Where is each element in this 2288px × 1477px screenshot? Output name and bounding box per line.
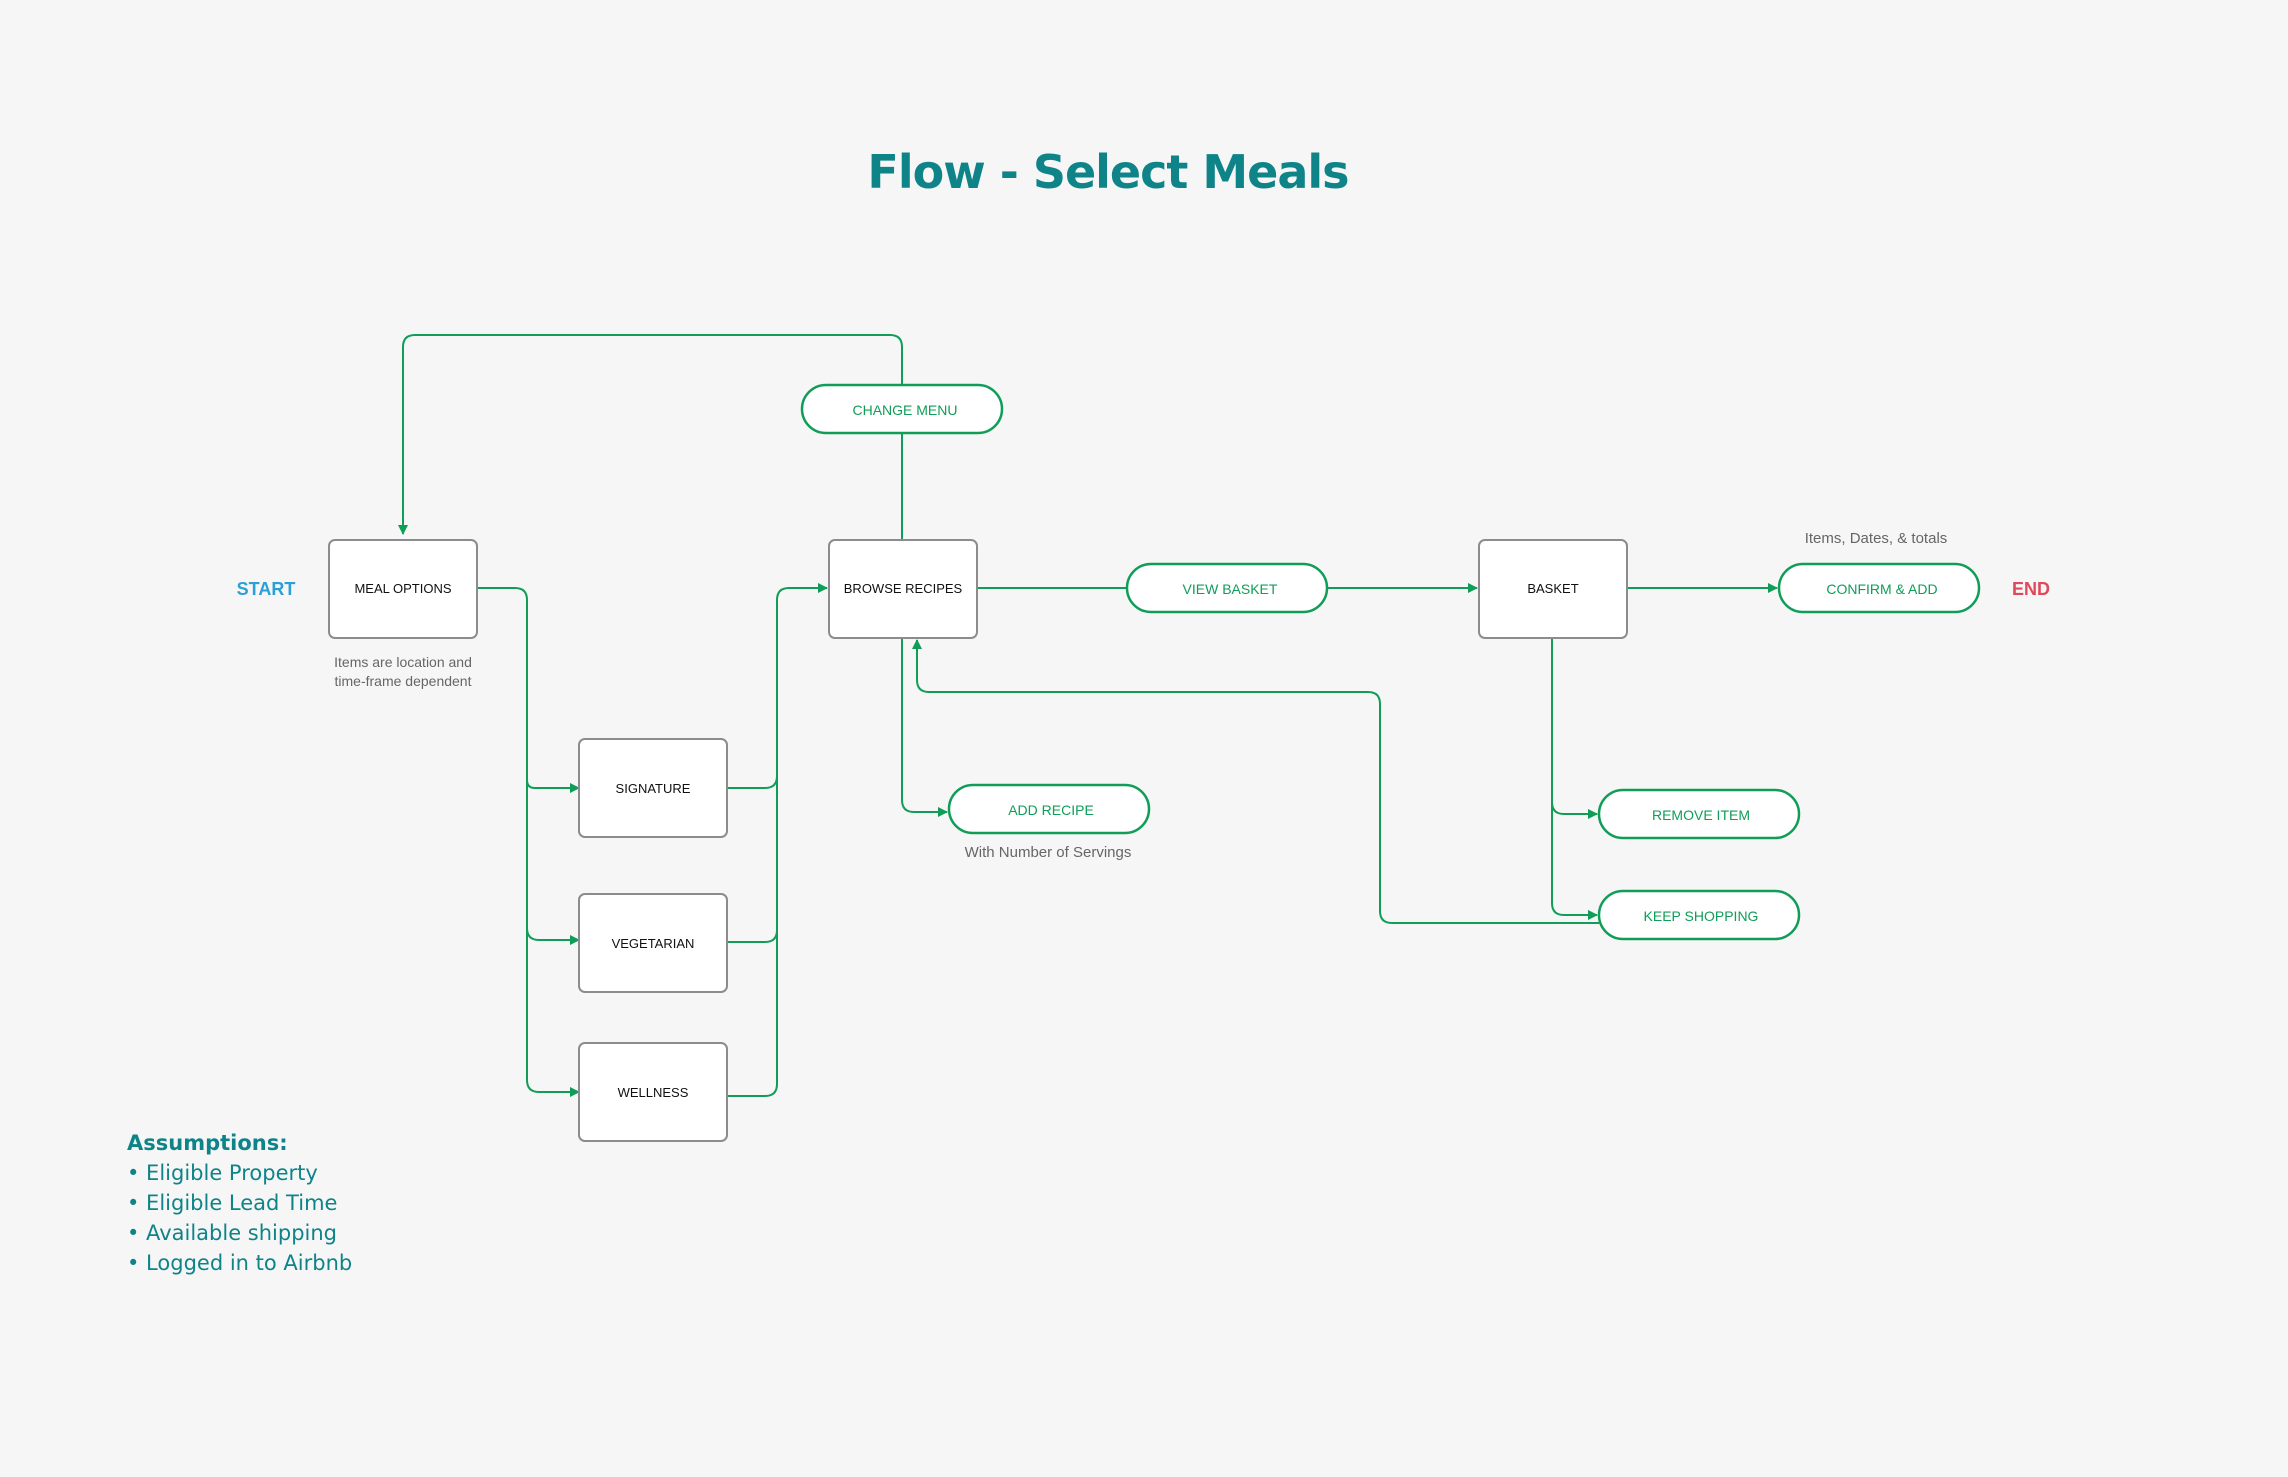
confirm-add-note: Items, Dates, & totals — [1805, 530, 1948, 547]
node-meal-options-box[interactable] — [328, 539, 478, 639]
node-basket[interactable]: BASKET — [1478, 539, 1628, 639]
node-signature-label: SIGNATURE — [616, 781, 691, 796]
node-vegetarian-box[interactable] — [578, 893, 728, 993]
connector-signature-to-browse — [727, 583, 828, 789]
connector-vegetarian-to-browse — [727, 770, 778, 943]
node-meal-options[interactable]: MEAL OPTIONS — [328, 539, 478, 639]
connector-browse-to-add-recipe — [901, 638, 948, 817]
connector-meal-options-to-wellness — [526, 920, 580, 1097]
node-vegetarian[interactable]: VEGETARIAN — [578, 893, 728, 993]
assumptions-panel: Assumptions: • Eligible Property • Eligi… — [127, 1128, 352, 1278]
action-change-menu-pill[interactable] — [800, 383, 1004, 435]
connector-meal-options-to-signature — [477, 587, 580, 793]
action-remove-item[interactable]: REMOVE ITEM — [1597, 788, 1801, 840]
meal-options-note-line2: time-frame dependent — [335, 673, 472, 689]
action-remove-item-pill[interactable] — [1597, 788, 1801, 840]
node-basket-label: BASKET — [1527, 581, 1578, 596]
action-keep-shopping-label: KEEP SHOPPING — [1644, 908, 1759, 924]
action-view-basket-label: VIEW BASKET — [1183, 581, 1278, 597]
meal-options-note-line1: Items are location and — [334, 654, 472, 670]
node-wellness[interactable]: WELLNESS — [578, 1042, 728, 1142]
node-browse-recipes[interactable]: BROWSE RECIPES — [828, 539, 978, 639]
connector-basket-to-keep-shopping — [1551, 800, 1598, 920]
connectors — [398, 334, 1778, 1097]
node-wellness-box[interactable] — [578, 1042, 728, 1142]
action-confirm-add[interactable]: CONFIRM & ADD — [1777, 562, 1981, 614]
assumptions-list: • Eligible Property • Eligible Lead Time… — [127, 1158, 352, 1278]
node-signature[interactable]: SIGNATURE — [578, 738, 728, 838]
assumption-item: • Eligible Lead Time — [127, 1191, 338, 1215]
action-change-menu[interactable]: CHANGE MENU — [800, 383, 1004, 435]
start-label: START — [237, 579, 296, 599]
action-remove-item-label: REMOVE ITEM — [1652, 807, 1750, 823]
add-recipe-note: With Number of Servings — [965, 844, 1132, 861]
assumptions-heading: Assumptions: — [127, 1131, 288, 1155]
assumption-item: • Logged in to Airbnb — [127, 1251, 353, 1275]
node-wellness-label: WELLNESS — [618, 1085, 689, 1100]
node-browse-recipes-label: BROWSE RECIPES — [844, 581, 963, 596]
action-view-basket-pill[interactable] — [1125, 562, 1329, 614]
action-keep-shopping-pill[interactable] — [1597, 889, 1801, 941]
node-meal-options-label: MEAL OPTIONS — [354, 581, 451, 596]
action-add-recipe-label: ADD RECIPE — [1008, 802, 1094, 818]
connector-change-menu-to-meal-options — [398, 334, 903, 540]
node-signature-box[interactable] — [578, 738, 728, 838]
end-label: END — [2012, 579, 2050, 599]
connector-wellness-to-browse — [727, 920, 778, 1097]
assumption-item: • Available shipping — [127, 1221, 338, 1245]
action-view-basket[interactable]: VIEW BASKET — [1125, 562, 1329, 614]
action-add-recipe[interactable]: ADD RECIPE — [947, 783, 1151, 835]
assumption-item: • Eligible Property — [127, 1161, 318, 1185]
node-vegetarian-label: VEGETARIAN — [612, 936, 695, 951]
page-title: Flow - Select Meals — [867, 145, 1348, 199]
connector-keep-shopping-to-browse — [912, 639, 1599, 924]
connector-basket-to-remove-item — [1551, 638, 1598, 819]
action-add-recipe-pill[interactable] — [947, 783, 1151, 835]
action-confirm-add-label: CONFIRM & ADD — [1826, 581, 1937, 597]
node-browse-recipes-box[interactable] — [828, 539, 978, 639]
action-keep-shopping[interactable]: KEEP SHOPPING — [1597, 889, 1801, 941]
action-confirm-add-pill[interactable] — [1777, 562, 1981, 614]
action-change-menu-label: CHANGE MENU — [852, 402, 957, 418]
node-basket-box[interactable] — [1478, 539, 1628, 639]
